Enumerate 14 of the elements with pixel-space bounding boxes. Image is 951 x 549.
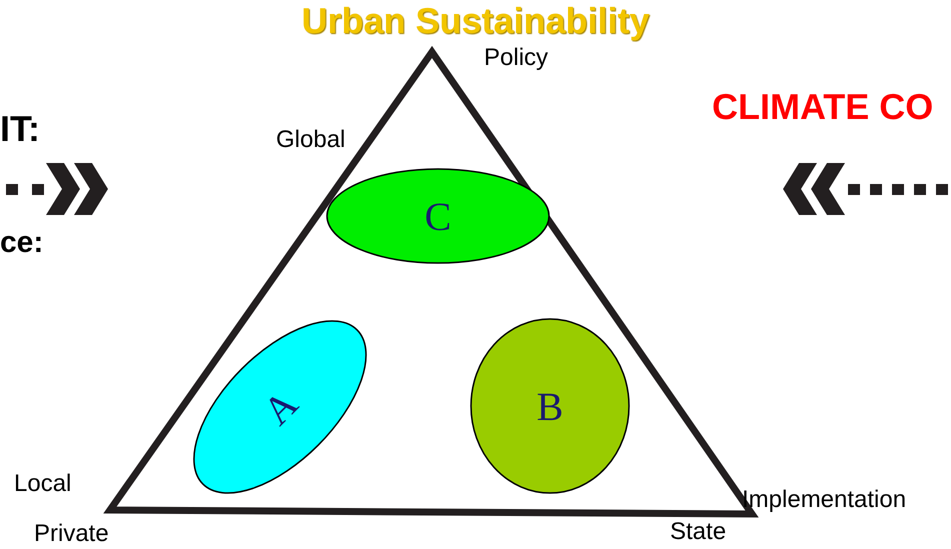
- ellipse-node: [326, 168, 550, 264]
- side-label: Global: [276, 126, 346, 154]
- vertex-label: State: [670, 518, 726, 546]
- ellipse-letter: B: [536, 382, 564, 430]
- heading-fragment: CLIMATE CO: [712, 86, 934, 128]
- ellipse-letter: A: [253, 380, 307, 434]
- side-label: Local: [14, 470, 72, 498]
- slide-title: Urban Sustainability: [300, 0, 651, 42]
- vertex-label: Private: [34, 520, 109, 548]
- ellipse-node: [470, 318, 630, 494]
- vertex-label: Policy: [484, 44, 548, 72]
- ellipse-letter: C: [424, 192, 452, 240]
- heading-fragment: IT:: [0, 108, 40, 150]
- heading-fragment: ce:: [0, 226, 44, 260]
